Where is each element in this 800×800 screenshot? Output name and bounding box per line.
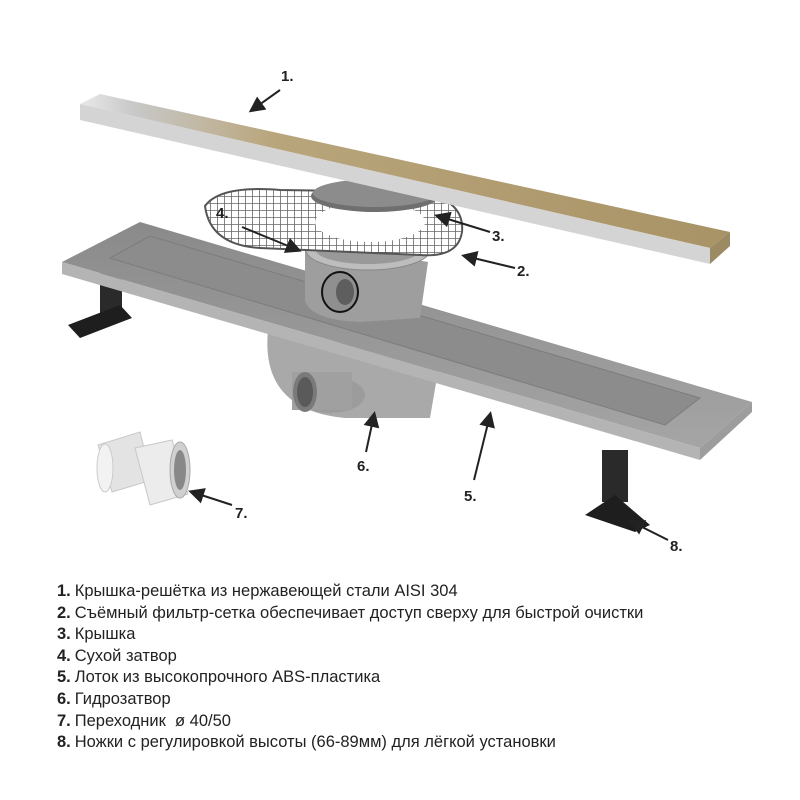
- legend-text: Гидрозатвор: [74, 689, 171, 708]
- legend-item: 8.Ножки с регулировкой высоты (66-89мм) …: [57, 732, 643, 754]
- legend-text: Ножки с регулировкой высоты (66-89мм) дл…: [74, 733, 556, 752]
- legend-number: 1.: [57, 582, 71, 600]
- callout-3: 3.: [492, 228, 505, 245]
- siphon: [267, 330, 440, 418]
- callout-1: 1.: [281, 68, 294, 85]
- callout-4: 4.: [216, 205, 229, 222]
- callout-5: 5.: [464, 488, 477, 505]
- legend-item: 6.Гидрозатвор: [57, 689, 643, 711]
- legend-item: 2.Съёмный фильтр-сетка обеспечивает дост…: [57, 603, 643, 625]
- callout-arrows: [188, 89, 669, 541]
- legend-item: 1.Крышка-решётка из нержавеющей стали AI…: [57, 581, 643, 603]
- tray: [62, 222, 752, 460]
- legend-number: 4.: [57, 646, 71, 665]
- legend-number: 3.: [57, 625, 71, 644]
- legend-item: 4.Сухой затвор: [57, 646, 643, 668]
- legend-number: 8.: [57, 733, 71, 752]
- callout-2: 2.: [517, 263, 530, 280]
- legend-text: Переходник ø 40/50: [74, 711, 231, 730]
- legend-number: 5.: [57, 668, 71, 687]
- legend-item: 7.Переходник ø 40/50: [57, 711, 643, 733]
- legend-text: Сухой затвор: [74, 646, 177, 665]
- mesh-center: [315, 202, 425, 242]
- legend-item: 3.Крышка: [57, 624, 643, 646]
- legend-text: Съёмный фильтр-сетка обеспечивает доступ…: [74, 603, 644, 622]
- grate: [80, 94, 730, 264]
- legend-text: Крышка: [74, 625, 136, 644]
- legend-text: Лоток из высокопрочного ABS-пластика: [74, 668, 381, 687]
- callout-7: 7.: [235, 505, 248, 522]
- legend-number: 7.: [57, 711, 71, 730]
- callout-8: 8.: [670, 538, 683, 555]
- legend-number: 6.: [57, 689, 71, 708]
- drain-exploded-illustration: [62, 89, 752, 541]
- parts-legend: 1.Крышка-решётка из нержавеющей стали AI…: [57, 581, 643, 754]
- legend-text: Крышка-решётка из нержавеющей стали AISI…: [74, 582, 458, 600]
- leg-right: [585, 450, 650, 532]
- legend-number: 2.: [57, 603, 71, 622]
- callout-6: 6.: [357, 458, 370, 475]
- legend-item: 5.Лоток из высокопрочного ABS-пластика: [57, 667, 643, 689]
- adapter: [96, 431, 191, 506]
